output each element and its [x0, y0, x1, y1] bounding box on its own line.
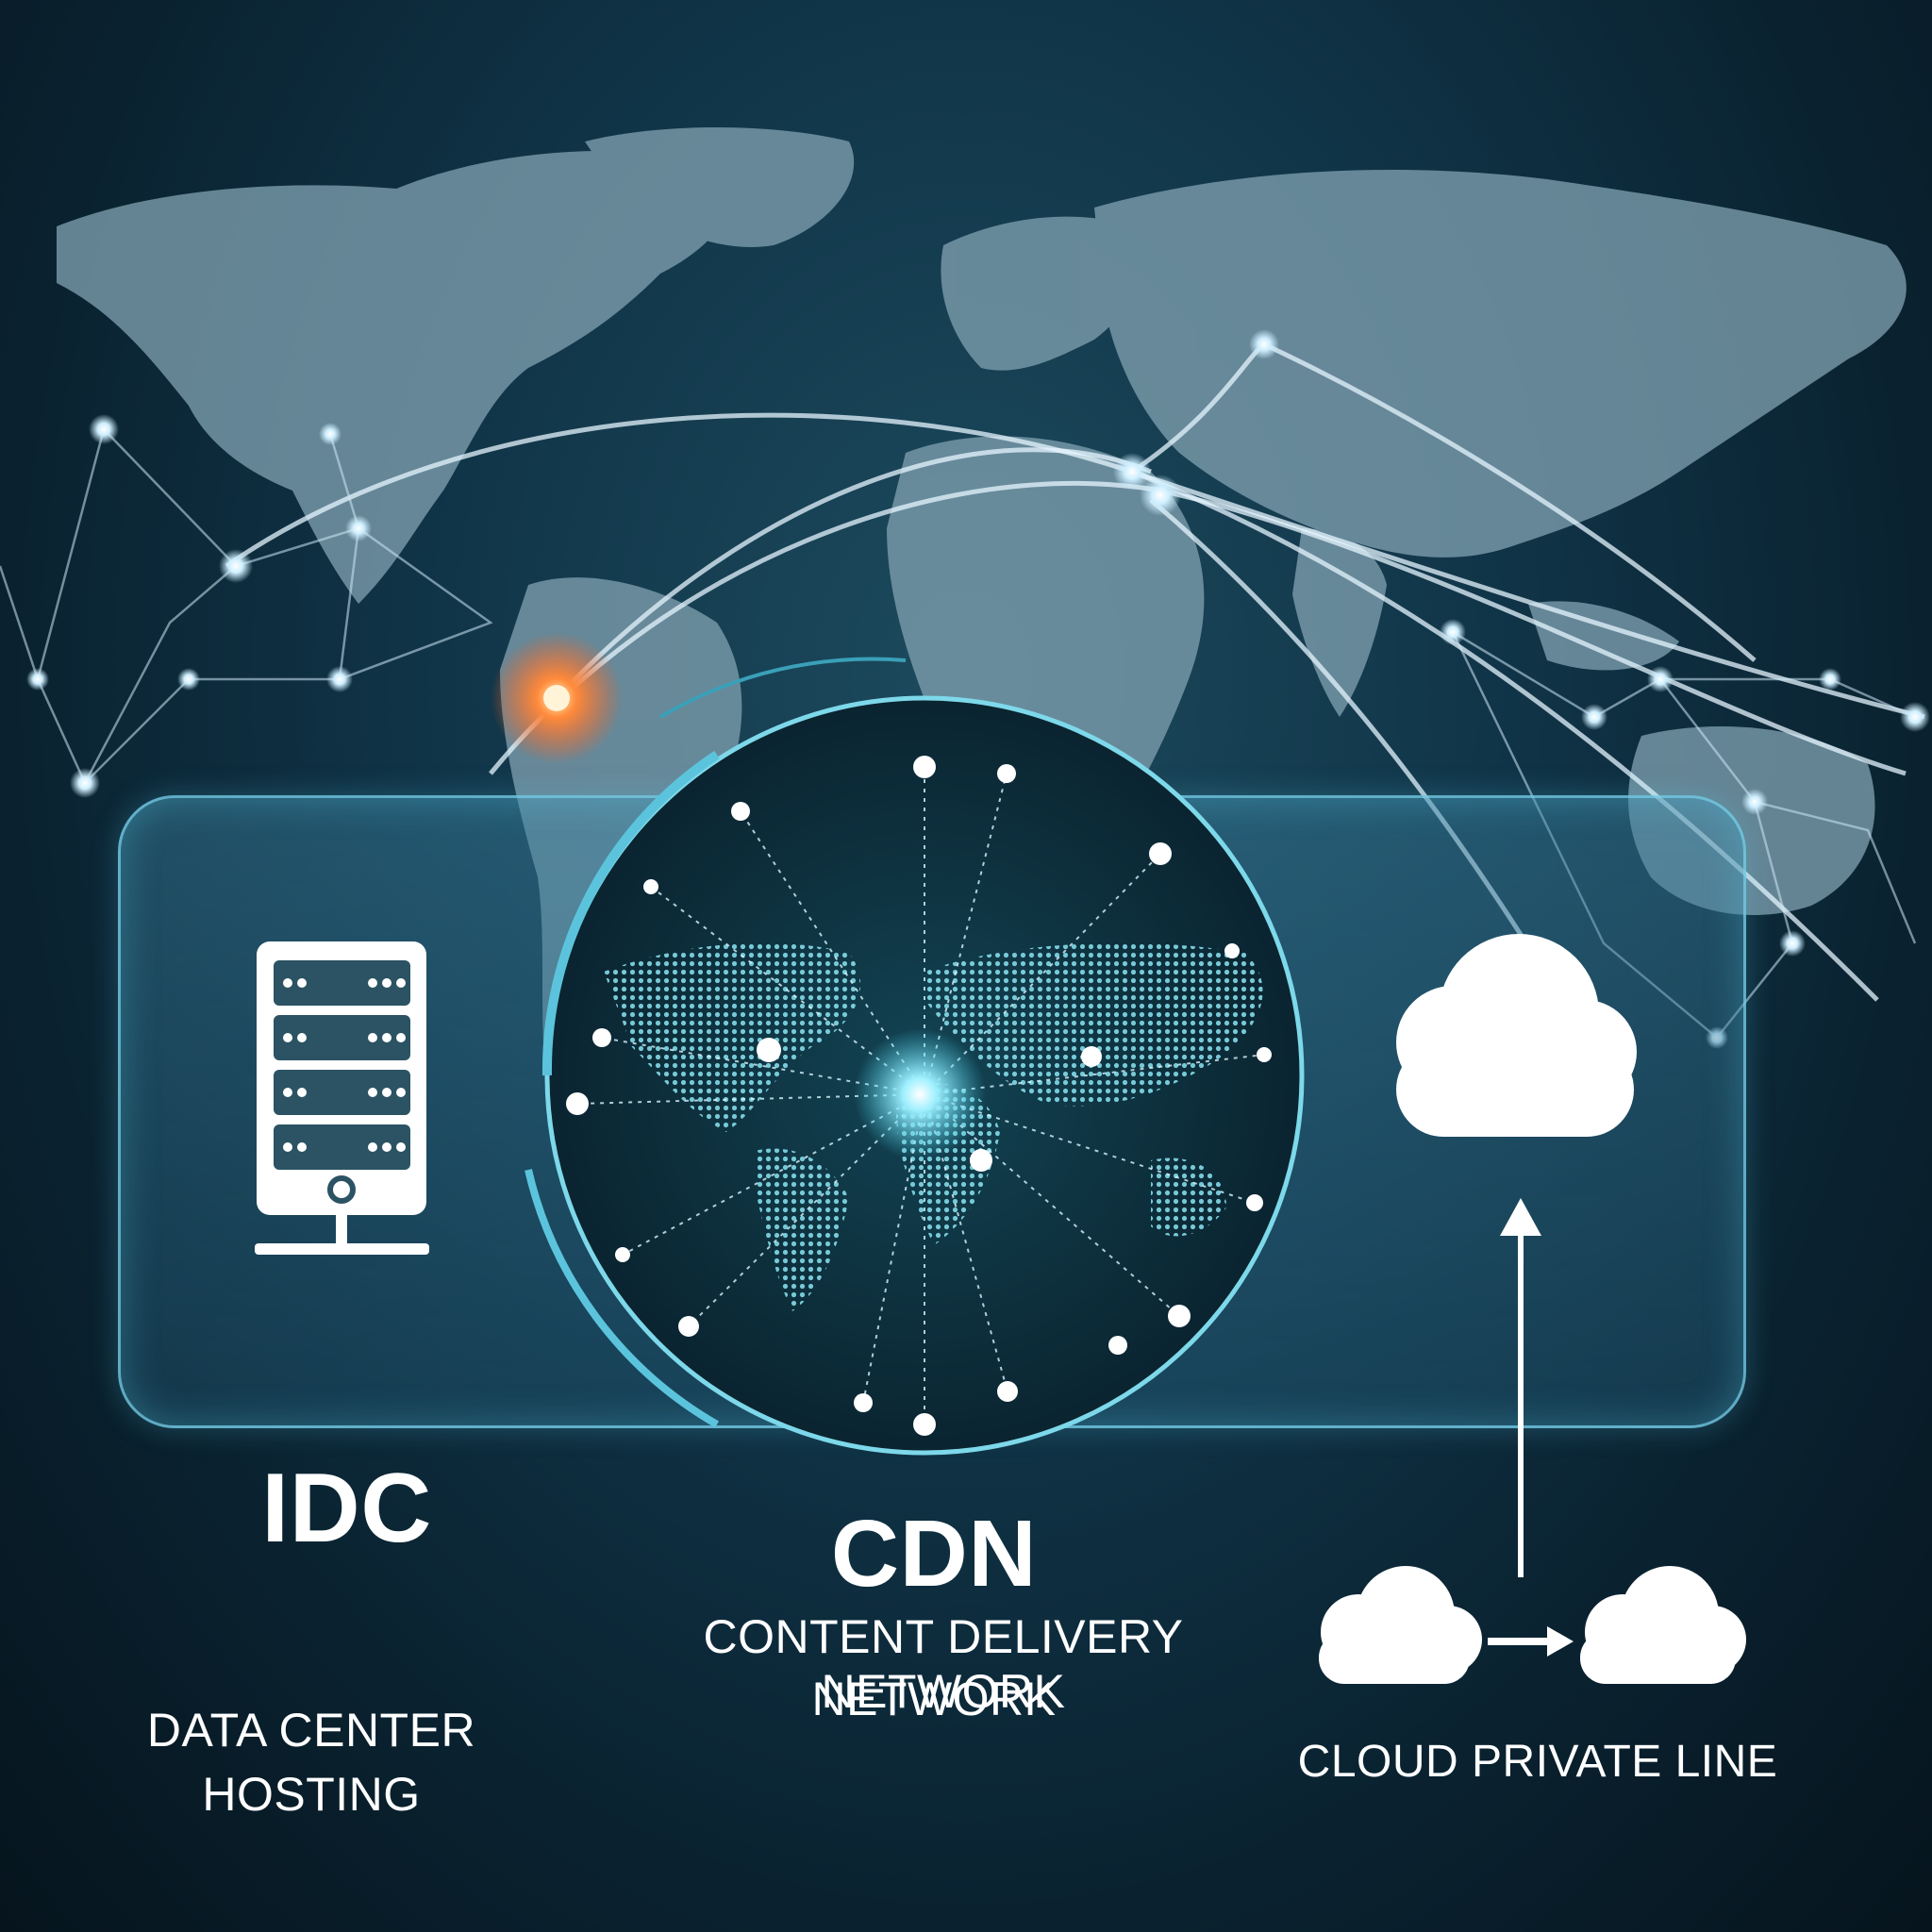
highlight-node — [543, 685, 570, 711]
globe-icon — [525, 657, 1305, 1456]
cloud-icon-right — [1580, 1566, 1746, 1684]
up-arrow-icon — [1500, 1198, 1541, 1577]
right-arrow-icon — [1488, 1626, 1574, 1657]
cloud-icon-left — [1319, 1566, 1482, 1684]
idc-subtitle-line2: HOSTING — [202, 1768, 421, 1821]
cloud-private-line-label: CLOUD PRIVATE LINE — [1297, 1737, 1778, 1787]
cdn-title: CDN — [830, 1501, 1038, 1607]
cloud-icon — [1396, 934, 1637, 1137]
idc-subtitle-line1: DATA CENTER — [146, 1704, 476, 1757]
idc-subtitle: DATA CENTER HOSTING — [132, 1698, 491, 1826]
cdn-subtitle-line1: CONTENT DELIVERY NETWORK — [703, 1610, 1184, 1718]
network-nodes — [26, 329, 1930, 1049]
cdn-subtitle-line2: NETWORK — [811, 1673, 1057, 1725]
continents — [57, 127, 1907, 1087]
server-icon — [255, 941, 429, 1255]
idc-title: IDC — [261, 1454, 432, 1563]
